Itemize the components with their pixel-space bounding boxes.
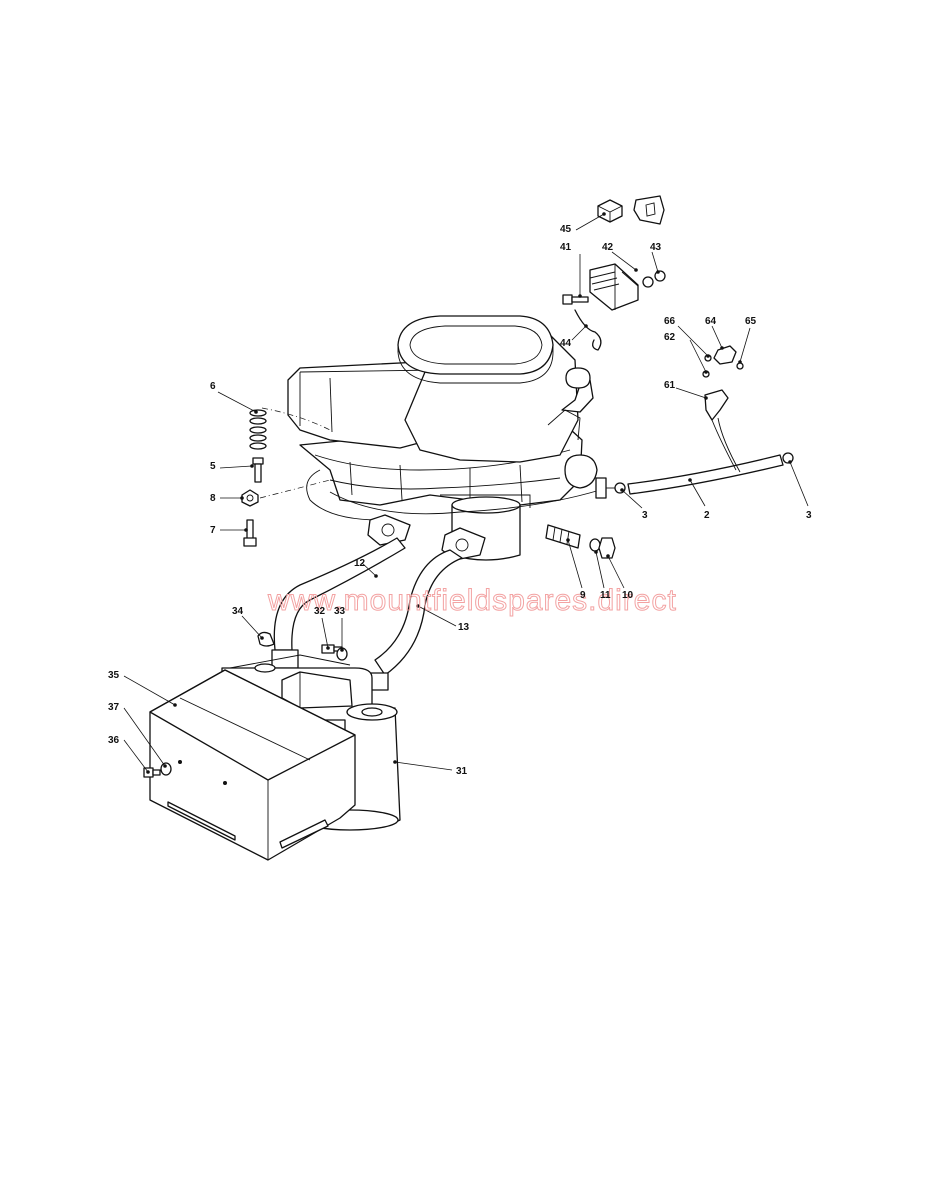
label-33: 33 [334,606,346,617]
label-64: 64 [705,316,717,327]
leader-lines [123,212,809,774]
label-45: 45 [560,224,572,235]
label-43: 43 [650,242,662,253]
exhaust-pipe-12 [271,514,411,669]
fuel-hose [595,452,794,499]
label-65: 65 [745,316,757,327]
cable-clamp-64 [702,345,744,378]
washers-stack [249,409,267,450]
label-44: 44 [560,338,572,349]
label-7: 7 [210,525,216,536]
bolt-5 [252,457,264,483]
label-13: 13 [458,622,470,633]
label-31: 31 [456,766,468,777]
bolt-32 [321,644,348,661]
clamp [257,631,275,647]
label-41: 41 [560,242,572,253]
label-12: 12 [354,558,366,569]
choke-lever [704,389,741,473]
label-42: 42 [602,242,614,253]
bolt-41 [562,294,589,305]
label-32: 32 [314,606,326,617]
label-10: 10 [622,590,634,601]
label-5: 5 [210,461,216,472]
label-37: 37 [108,702,120,713]
regulator [589,263,639,311]
label-36: 36 [108,735,120,746]
heat-shield [149,669,356,861]
label-6: 6 [210,381,216,392]
nut-42-43 [642,270,666,288]
label-8: 8 [210,493,216,504]
part-labels: 45 41 42 43 44 66 64 65 62 61 6 5 8 7 3 … [108,224,812,777]
engine [287,315,601,561]
label-3-left: 3 [642,510,648,521]
label-62: 62 [664,332,676,343]
label-3-right: 3 [806,510,812,521]
label-11: 11 [600,590,611,601]
label-2: 2 [704,510,710,521]
relay [597,199,623,223]
watermark: www.mountfieldspares.direct [267,584,677,617]
exhaust-pipe-13 [363,527,486,691]
label-34: 34 [232,606,244,617]
relay-cover [633,195,665,225]
wire-clip [574,309,602,351]
label-35: 35 [108,670,120,681]
label-9: 9 [580,590,586,601]
label-66: 66 [664,316,676,327]
bolt-7 [243,519,257,547]
nut-8 [241,489,259,507]
pipe-fitting [545,524,616,559]
label-61: 61 [664,380,676,391]
